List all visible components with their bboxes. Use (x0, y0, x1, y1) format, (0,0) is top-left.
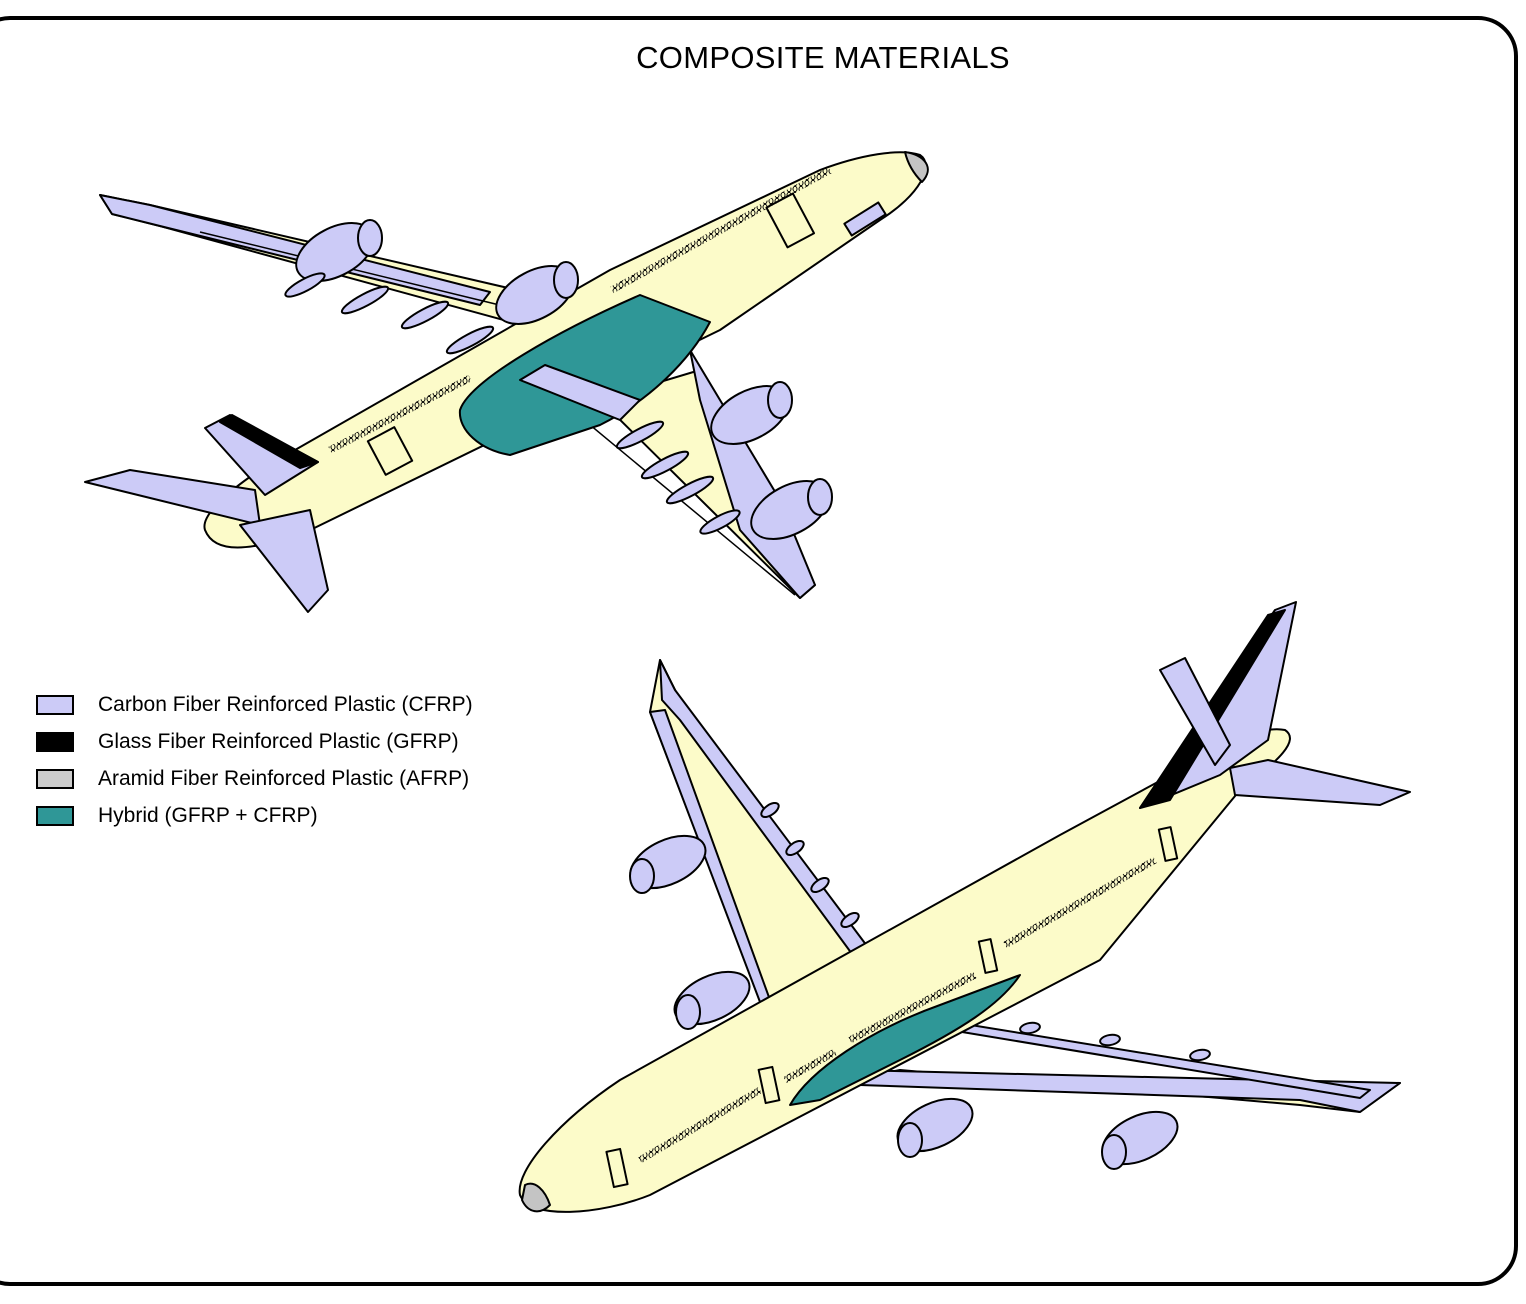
left-wing-cfrp-edge (99, 194, 491, 306)
materials-legend: Carbon Fiber Reinforced Plastic (CFRP) G… (36, 686, 473, 834)
aircraft-bottom-view (84, 151, 929, 613)
h-stab-top-left (1159, 657, 1231, 766)
legend-label-cfrp: Carbon Fiber Reinforced Plastic (CFRP) (98, 692, 473, 716)
h-stabilizer-left (84, 469, 261, 526)
engine-3 (710, 381, 793, 445)
nose-cone-afrp-top (521, 1182, 551, 1213)
belly-fairing-hybrid (458, 294, 711, 456)
engine-top-1 (629, 834, 707, 894)
engine-top-3 (896, 1097, 974, 1158)
engine-top-2 (673, 970, 751, 1030)
vertical-tail-gfrp (219, 414, 319, 469)
legend-swatch-gfrp (36, 731, 74, 752)
engine-2 (495, 261, 579, 325)
legend-label-hybrid: Hybrid (GFRP + CFRP) (98, 803, 318, 827)
fuselage-top (518, 728, 1291, 1213)
h-stabilizer-right (239, 509, 329, 613)
legend-item-afrp: Aramid Fiber Reinforced Plastic (AFRP) (36, 760, 473, 797)
legend-label-afrp: Aramid Fiber Reinforced Plastic (AFRP) (98, 766, 470, 790)
engine-4 (750, 478, 833, 540)
legend-item-hybrid: Hybrid (GFRP + CFRP) (36, 797, 473, 834)
nose-cone-afrp (904, 151, 929, 183)
belly-hybrid-top (789, 974, 1021, 1106)
engine-1 (295, 219, 383, 282)
legend-label-gfrp: Glass Fiber Reinforced Plastic (GFRP) (98, 729, 459, 753)
h-stab-top-right (1229, 759, 1411, 806)
engine-top-4 (1101, 1110, 1179, 1170)
aircraft-top-view (518, 601, 1411, 1213)
diagram-title: COMPOSITE MATERIALS (636, 40, 1010, 75)
legend-item-cfrp: Carbon Fiber Reinforced Plastic (CFRP) (36, 686, 473, 723)
legend-swatch-cfrp (36, 694, 74, 715)
legend-swatch-afrp (36, 768, 74, 789)
diagram-frame (0, 16, 1518, 1286)
legend-swatch-hybrid (36, 805, 74, 826)
legend-item-gfrp: Glass Fiber Reinforced Plastic (GFRP) (36, 723, 473, 760)
